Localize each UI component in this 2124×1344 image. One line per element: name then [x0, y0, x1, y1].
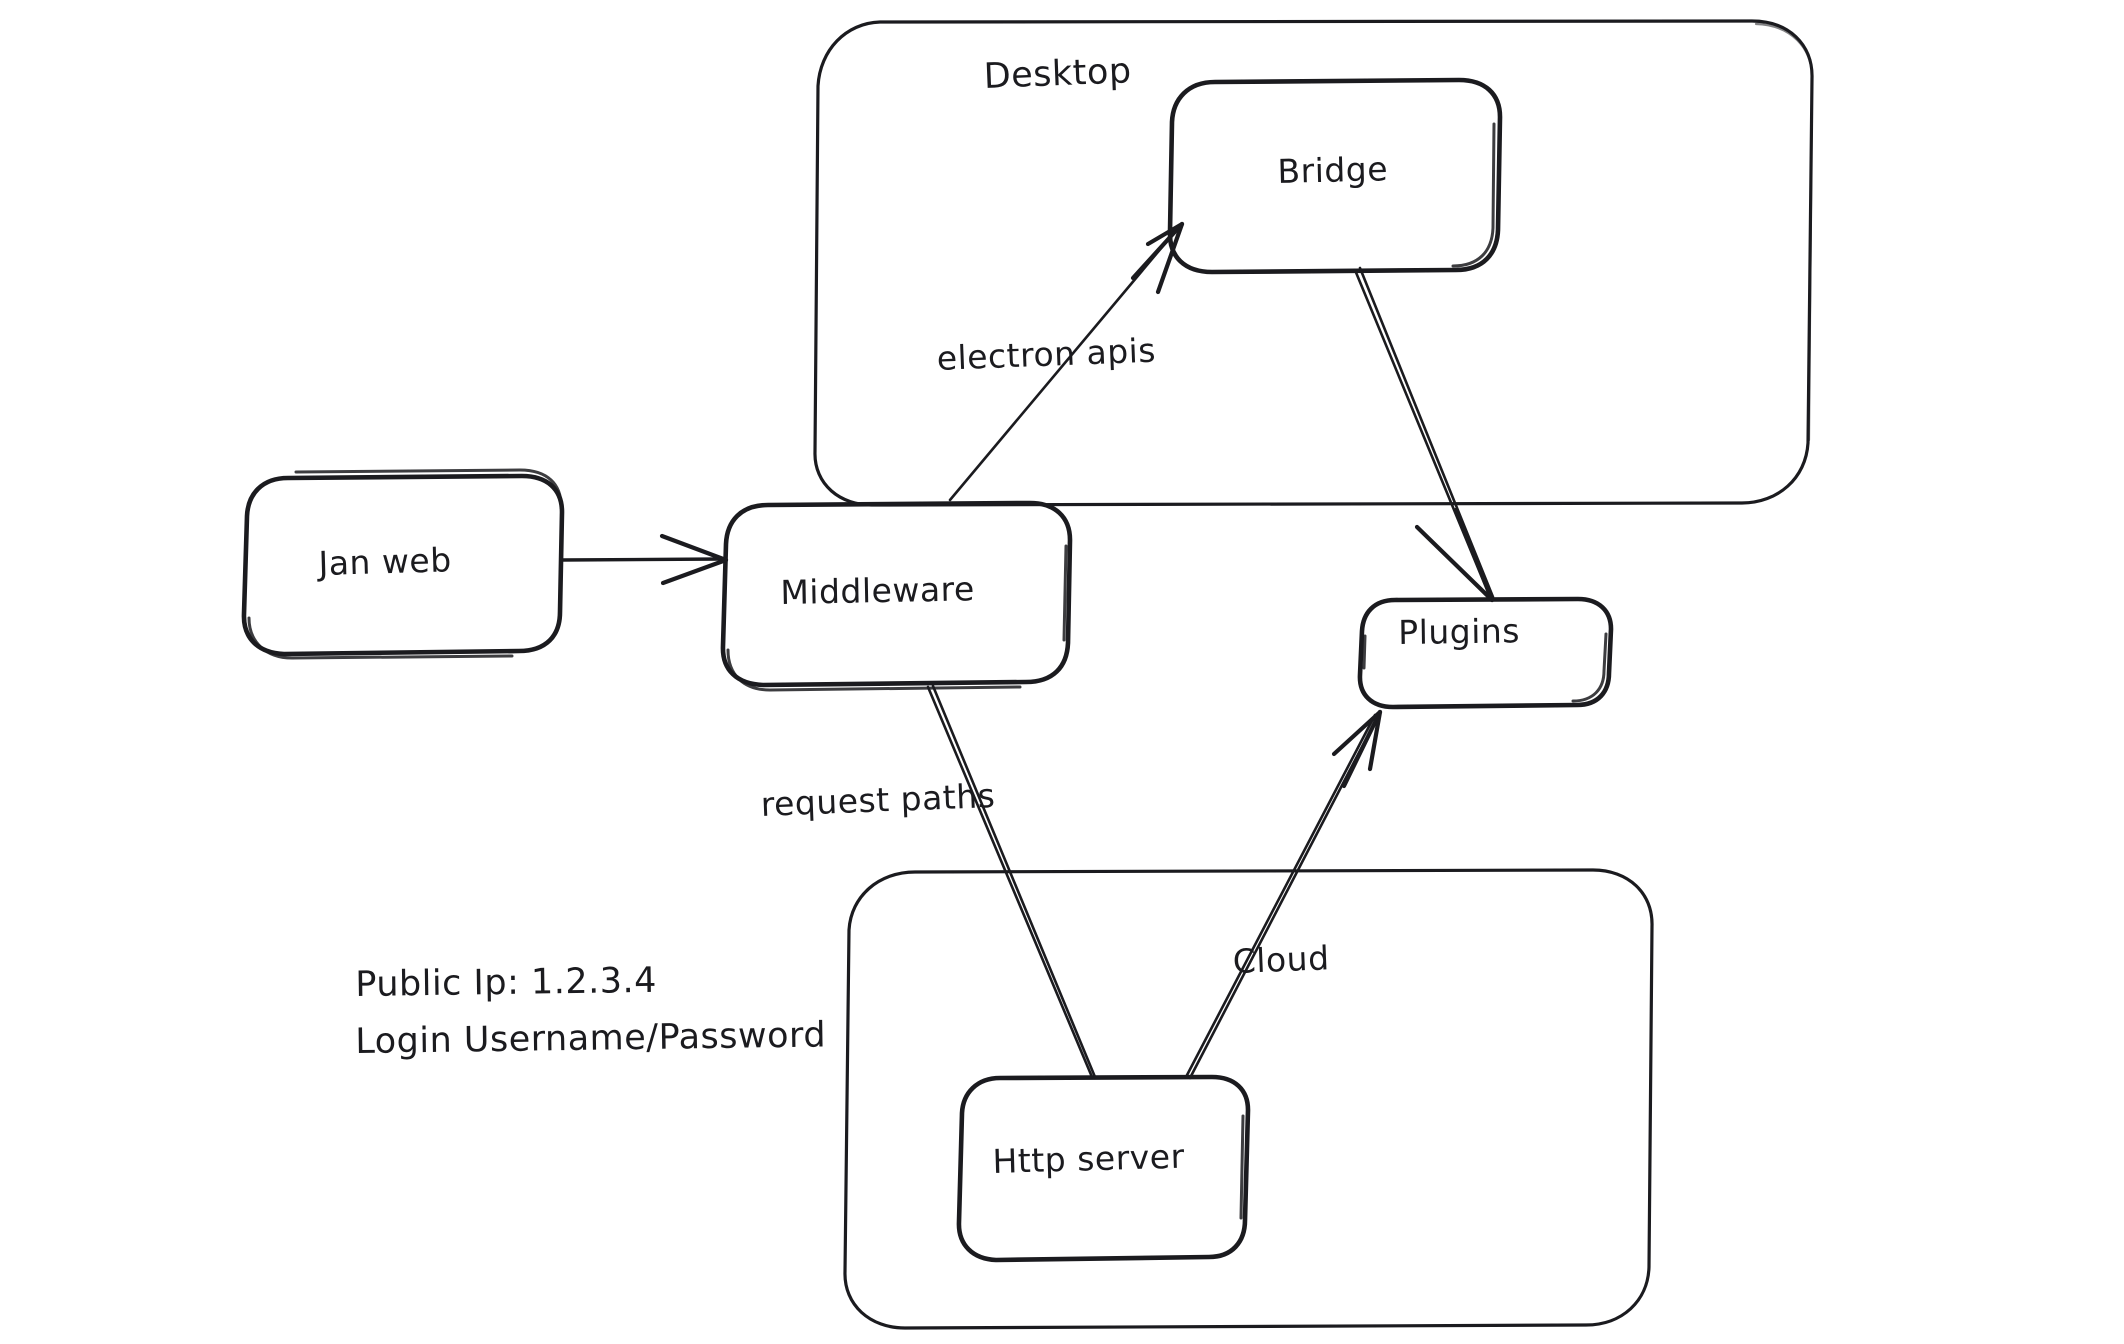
note-public-ip: Public Ip: 1.2.3.4 [355, 960, 658, 1005]
group-cloud-outline[interactable] [843, 868, 1654, 1330]
node-label-plugins: Plugins [1398, 611, 1521, 652]
node-plugins-outline[interactable] [1357, 596, 1614, 710]
edge-bridge-to-plugins[interactable] [1353, 266, 1495, 603]
node-label-middleware: Middleware [780, 569, 976, 612]
node-label-bridge: Bridge [1277, 149, 1389, 191]
node-middleware-outline[interactable] [720, 500, 1073, 692]
node-jan-web-outline[interactable] [241, 468, 565, 660]
group-label-desktop: Desktop [983, 51, 1133, 97]
node-http-server-outline[interactable] [956, 1074, 1251, 1263]
edge-http-server-to-plugins[interactable] [1184, 709, 1383, 1080]
edge-middleware-to-http-server[interactable] [926, 684, 1097, 1079]
group-desktop-outline[interactable] [813, 19, 1814, 507]
node-label-http-server: Http server [992, 1136, 1186, 1181]
node-label-jan-web: Jan web [318, 540, 453, 583]
edge-middleware-to-bridge[interactable] [948, 221, 1185, 502]
note-login: Login Username/Password [355, 1015, 827, 1062]
edge-jan-web-to-middleware[interactable] [560, 533, 729, 586]
edge-label-cloud: Cloud [1232, 938, 1331, 981]
node-bridge-outline[interactable] [1167, 77, 1503, 275]
